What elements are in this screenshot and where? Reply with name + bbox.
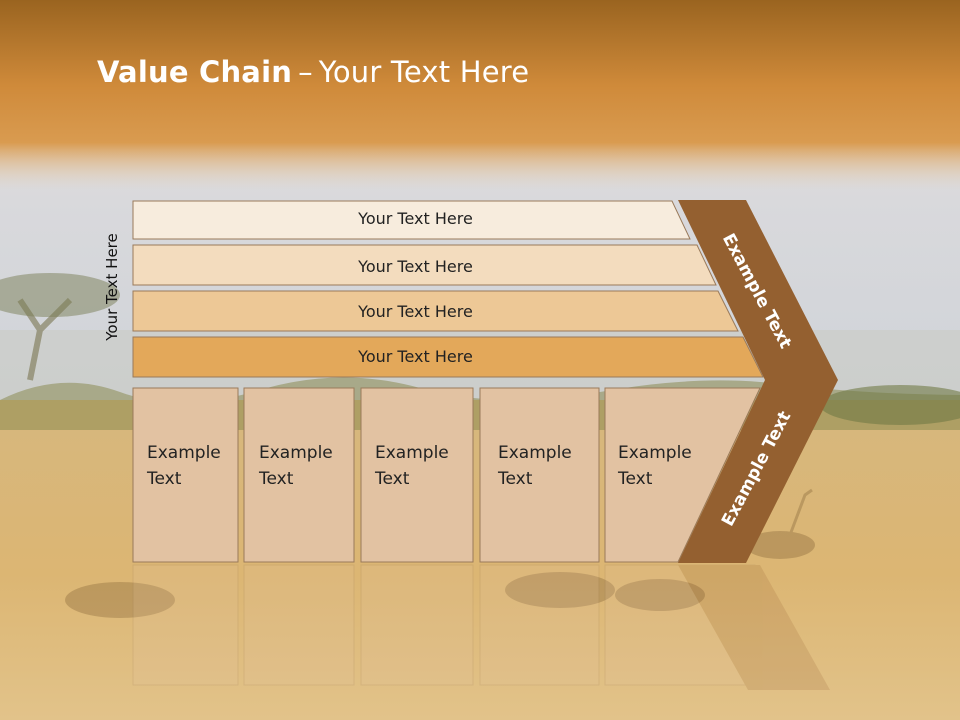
bar-3 — [132, 290, 739, 332]
title-rest: Your Text Here — [318, 55, 530, 89]
column-4-line-1: Example — [498, 443, 572, 463]
column-box-5 — [604, 387, 761, 563]
column-box-3 — [360, 387, 474, 563]
column-5-line-1: Example — [618, 443, 692, 463]
column-2-line-2: Text — [259, 469, 294, 489]
chevron-bottom — [678, 380, 838, 563]
column-box-1 — [132, 387, 239, 563]
column-1-line-2: Text — [147, 469, 182, 489]
diagram-reflection — [132, 564, 830, 690]
column-box-2 — [243, 387, 355, 563]
bar-label-4: Your Text Here — [358, 347, 473, 366]
bar-1 — [132, 200, 691, 240]
bar-4 — [132, 336, 764, 378]
column-2-line-1: Example — [259, 443, 333, 463]
bar-label-1: Your Text Here — [358, 209, 473, 228]
bar-2 — [132, 244, 717, 286]
column-4-line-2: Text — [498, 469, 533, 489]
title-bold: Value Chain — [97, 55, 293, 89]
column-box-4 — [479, 387, 600, 563]
column-3-line-1: Example — [375, 443, 449, 463]
column-3-line-2: Text — [375, 469, 410, 489]
title-separator: – — [298, 55, 313, 89]
bar-label-2: Your Text Here — [358, 257, 473, 276]
bar-label-3: Your Text Here — [358, 302, 473, 321]
column-1-line-1: Example — [147, 443, 221, 463]
column-5-line-2: Text — [618, 469, 653, 489]
slide-title: Value Chain–Your Text Here — [97, 55, 529, 89]
chevron-top — [678, 200, 838, 380]
